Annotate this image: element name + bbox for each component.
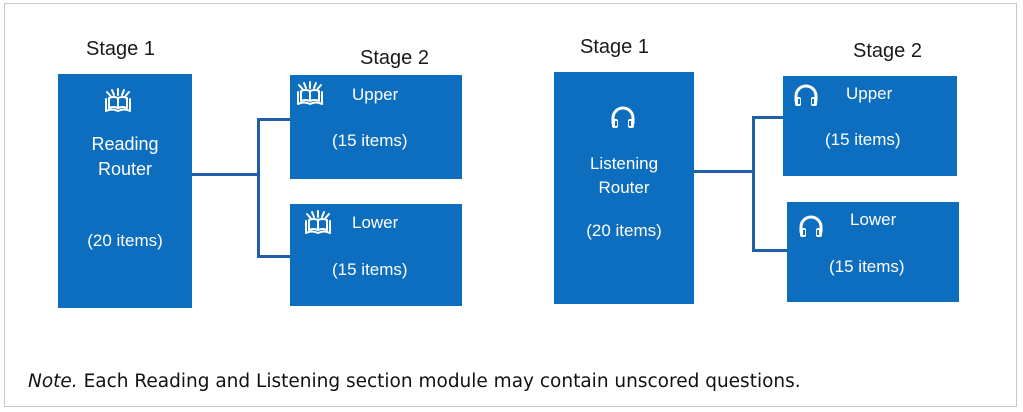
reading-lower-label: Lower — [352, 213, 399, 232]
reading-bracket-vertical — [257, 118, 260, 258]
reading-router-line2: Router — [97, 159, 153, 179]
listening-upper-label: Upper — [846, 84, 893, 103]
reading-connector — [192, 173, 259, 176]
headphones-icon — [798, 215, 824, 239]
headphones-icon — [793, 84, 819, 108]
note-prefix: Note. — [28, 371, 78, 392]
headphones-icon — [610, 106, 636, 130]
listening-stage1-label: Stage 1 — [580, 36, 649, 58]
listening-bracket-upper — [752, 116, 783, 119]
reading-router-box: Reading Router (20 items) — [58, 74, 192, 308]
reading-upper-box: Upper (15 items) — [290, 75, 462, 179]
listening-lower-count: (15 items) — [829, 257, 905, 276]
reading-router-line1: Reading — [91, 134, 159, 154]
reading-router-count: (20 items) — [87, 231, 163, 250]
listening-upper-count: (15 items) — [825, 130, 901, 149]
note-text: Each Reading and Listening section modul… — [77, 371, 801, 392]
listening-router-box: Listening Router (20 items) — [554, 72, 694, 304]
book-reading-icon — [304, 209, 332, 235]
listening-router-count: (20 items) — [586, 221, 662, 240]
reading-stage2-label: Stage 2 — [360, 47, 429, 69]
reading-lower-count: (15 items) — [332, 260, 408, 279]
listening-bracket-lower — [752, 249, 787, 252]
reading-stage1-label: Stage 1 — [86, 38, 155, 60]
figure-note: Note. Each Reading and Listening section… — [28, 371, 801, 392]
listening-router-line2: Router — [598, 178, 650, 197]
reading-lower-box: Lower (15 items) — [290, 204, 462, 306]
listening-lower-box: Lower (15 items) — [787, 202, 959, 302]
reading-upper-count: (15 items) — [332, 131, 408, 150]
reading-bracket-lower — [257, 255, 290, 258]
reading-bracket-upper — [257, 118, 290, 121]
book-reading-icon — [296, 80, 324, 106]
reading-upper-label: Upper — [352, 85, 399, 104]
book-reading-icon — [104, 87, 132, 113]
listening-stage2-label: Stage 2 — [853, 40, 922, 62]
listening-connector — [694, 170, 754, 173]
listening-bracket-vertical — [752, 116, 755, 252]
listening-upper-box: Upper (15 items) — [783, 76, 957, 176]
listening-lower-label: Lower — [850, 210, 897, 229]
listening-router-line1: Listening — [589, 154, 659, 173]
